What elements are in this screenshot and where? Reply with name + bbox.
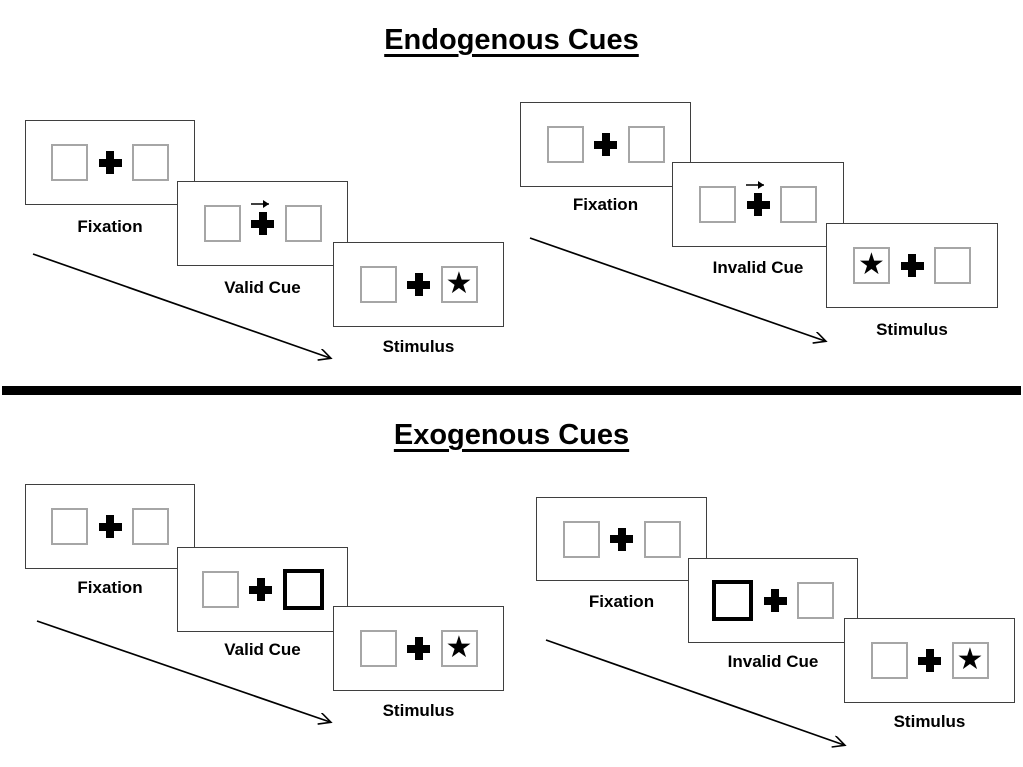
fixation-center: [249, 548, 273, 631]
exo-valid-cue-panel: [177, 547, 348, 632]
fixation-center: [407, 243, 431, 326]
cue-center: [250, 182, 275, 265]
left-placeholder-box: [201, 571, 239, 608]
right-placeholder-box: [643, 520, 681, 558]
fixation-cross-icon: [900, 254, 924, 277]
right-placeholder-box: [797, 582, 834, 619]
sequence-arrow-exo-valid: [36, 620, 330, 722]
fixation-cross-icon: [918, 649, 941, 672]
right-placeholder-box: [627, 126, 665, 163]
plus-bar-v: [601, 133, 610, 156]
left-placeholder-box: [51, 508, 88, 545]
fixation-cross-icon: [407, 637, 430, 660]
fixation-center: [594, 103, 618, 186]
cue-center: [746, 163, 770, 246]
fixation-cross-icon: [746, 193, 770, 216]
plus-bar-v: [414, 637, 423, 660]
section-divider: [2, 386, 1021, 395]
frame-label-fixation: Fixation: [588, 592, 655, 611]
fixation-center: [98, 485, 122, 568]
left-placeholder-box: [203, 205, 241, 242]
highlighted-cue-box-right: [282, 569, 324, 610]
plus-bar-v: [771, 589, 779, 612]
sequence-arrow-endo-invalid: [529, 237, 825, 341]
exogenous-title-text: Exogenous Cues: [393, 419, 630, 451]
right-placeholder-box: [132, 508, 169, 545]
fixation-cross-icon: [594, 133, 617, 156]
exo-valid-fixation-panel: [25, 484, 195, 569]
exo-valid-stimulus-panel: ★: [333, 606, 504, 691]
right-placeholder-box: [132, 144, 169, 181]
star-icon: ★: [445, 266, 473, 300]
endogenous-title-text: Endogenous Cues: [384, 24, 639, 56]
right-placeholder-box: [780, 186, 817, 223]
right-placeholder-box: [284, 205, 322, 242]
endo-valid-cue-panel: [177, 181, 348, 266]
exo-invalid-stimulus-panel: ★: [844, 618, 1015, 703]
frame-label-stimulus: Stimulus: [876, 320, 948, 339]
endo-invalid-stimulus-panel: ★: [826, 223, 998, 308]
highlighted-cue-box-left: [712, 580, 753, 621]
frame-label-stimulus: Stimulus: [382, 701, 455, 720]
plus-bar-v: [106, 151, 114, 174]
frame-label-stimulus: Stimulus: [382, 337, 455, 356]
right-placeholder-box: [934, 247, 971, 284]
left-placeholder-box: [870, 642, 908, 679]
exo-invalid-cue-panel: [688, 558, 858, 643]
left-placeholder-box: [51, 144, 88, 181]
fixation-center: [900, 224, 924, 307]
endo-invalid-fixation-panel: [520, 102, 691, 187]
cue-arrow-right-icon: [746, 181, 764, 189]
fixation-center: [98, 121, 122, 204]
exo-invalid-fixation-panel: [536, 497, 707, 581]
target-star-box: ★: [951, 642, 989, 679]
plus-bar-v: [414, 273, 423, 296]
fixation-cross-icon: [249, 578, 272, 601]
frame-label-fixation: Fixation: [572, 195, 639, 214]
plus-bar-v: [908, 254, 916, 277]
fixation-center: [407, 607, 431, 690]
plus-bar-v: [106, 515, 114, 538]
left-placeholder-box: [546, 126, 584, 163]
fixation-cross-icon: [98, 515, 122, 538]
endo-valid-stimulus-panel: ★: [333, 242, 504, 327]
left-placeholder-box: [562, 520, 600, 558]
star-icon: ★: [858, 247, 885, 281]
target-star-box: ★: [853, 247, 890, 284]
cue-arrow-right-icon: [250, 200, 269, 208]
endogenous-section-title: Endogenous Cues: [0, 23, 1023, 57]
fixation-center: [763, 559, 787, 642]
frame-label-fixation: Fixation: [77, 578, 143, 597]
plus-bar-v: [754, 193, 762, 216]
target-star-box: ★: [440, 630, 478, 667]
frame-label-invalid-cue: Invalid Cue: [712, 258, 804, 277]
frame-label-stimulus: Stimulus: [893, 712, 966, 731]
fixation-cross-icon: [98, 151, 122, 174]
fixation-center: [918, 619, 942, 702]
frame-label-valid-cue: Valid Cue: [224, 278, 301, 297]
target-star-box: ★: [440, 266, 478, 303]
star-icon: ★: [445, 630, 473, 664]
sequence-arrow-endo-valid: [32, 253, 330, 358]
fixation-cross-icon: [251, 212, 274, 235]
star-icon: ★: [956, 642, 984, 676]
frame-label-invalid-cue: Invalid Cue: [727, 652, 819, 671]
plus-bar-v: [925, 649, 934, 672]
frame-label-valid-cue: Valid Cue: [224, 640, 301, 659]
frame-label-fixation: Fixation: [77, 217, 143, 236]
left-placeholder-box: [359, 266, 397, 303]
left-placeholder-box: [359, 630, 397, 667]
plus-bar-v: [617, 527, 626, 551]
endo-valid-fixation-panel: [25, 120, 195, 205]
endo-invalid-cue-panel: [672, 162, 844, 247]
exogenous-section-title: Exogenous Cues: [0, 418, 1023, 452]
fixation-cross-icon: [610, 527, 633, 551]
fixation-cross-icon: [763, 589, 787, 612]
plus-bar-v: [258, 212, 267, 235]
fixation-cross-icon: [407, 273, 430, 296]
left-placeholder-box: [699, 186, 736, 223]
plus-bar-v: [256, 578, 265, 601]
fixation-center: [610, 498, 634, 580]
